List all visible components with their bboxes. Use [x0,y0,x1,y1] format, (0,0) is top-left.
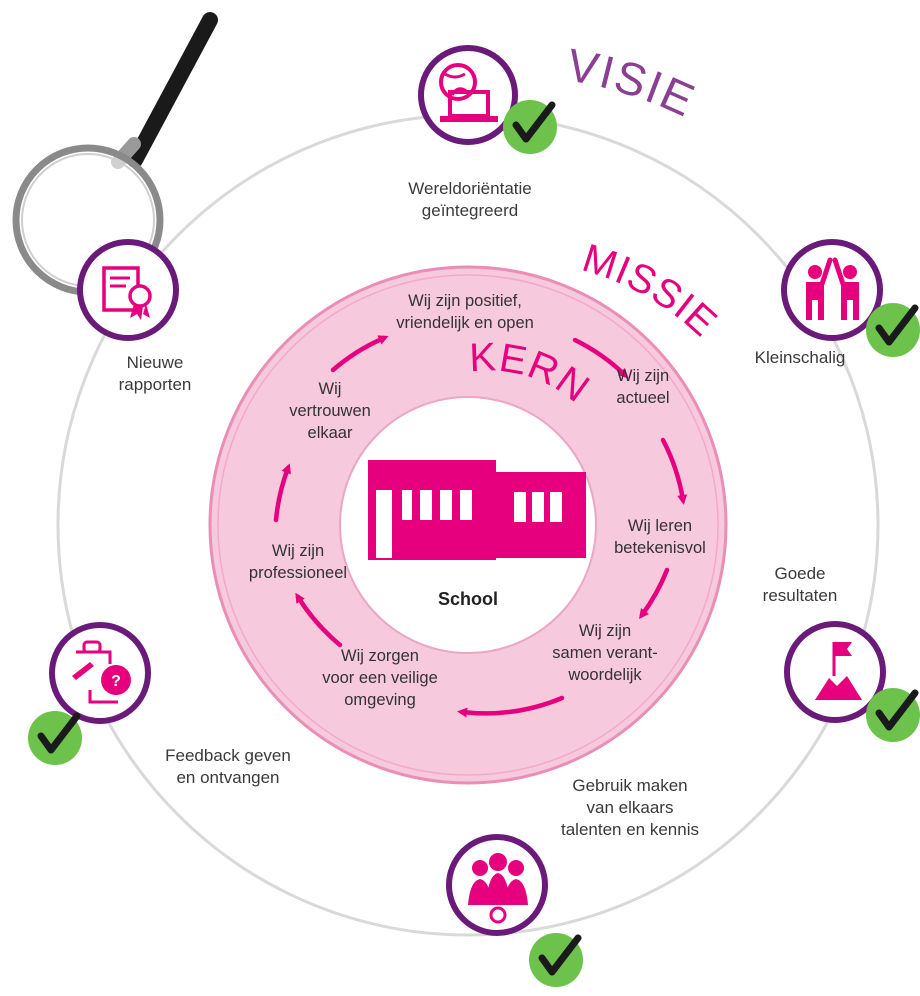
value-line: Wij leren [627,517,693,535]
goal-klein-caption: Kleinschalig [735,347,865,369]
value-verantwoordelijk: Wij zijn samen verant- woordelijk [535,620,675,686]
value-veilig: Wij zorgen voor een veilige omgeving [305,645,455,711]
arrow-vertrouwen-positief [330,335,389,373]
value-line: elkaar [307,424,353,442]
goal-line: geïntegreerd [421,201,519,220]
goal-line: en ontvangen [176,768,280,787]
value-betekenisvol: Wij leren betekenisvol [600,515,720,559]
arrow-actueel-betekenisvol [660,437,688,505]
school-building-icon [368,460,586,560]
arrow-positief-actueel [572,337,629,379]
value-line: samen verant- [552,644,658,662]
goal-line: Goede [774,564,826,583]
check-badge-feedback [28,711,82,765]
goal-line: Kleinschalig [754,348,846,367]
value-vertrouwen: Wij vertrouwen elkaar [275,378,385,444]
team-gear-icon [446,834,548,936]
value-line: omgeving [344,691,416,709]
value-line: voor een veilige [322,669,438,687]
arrow-veilig-professioneel [295,592,343,648]
missie-ring-inner-line [217,274,719,776]
people-high-five-icon [781,239,883,341]
value-cycle-arrows [273,335,688,718]
svg-text:?: ? [111,673,121,690]
value-line: woordelijk [568,666,642,684]
mountain-flag-icon [784,621,886,723]
visie-title: VISIE [563,38,703,127]
goal-wereld-caption: Wereldoriëntatie geïntegreerd [385,178,555,222]
school-label: School [437,589,498,609]
goal-line: resultaten [762,586,838,605]
goal-talenten-caption: Gebruik maken van elkaars talenten en ke… [535,775,725,841]
feedback-chat-icon: ? [49,622,151,724]
goal-line: van elkaars [586,798,674,817]
goal-line: Feedback geven [165,746,291,765]
goal-line: rapporten [118,375,192,394]
check-badge-klein [866,303,920,357]
value-professioneel: Wij zijn professioneel [238,540,358,584]
value-actueel: Wij zijn actueel [598,365,688,409]
value-line: betekenisvol [614,539,706,557]
value-line: Wij [318,380,342,398]
value-line: Wij zijn [616,367,670,385]
value-line: vriendelijk en open [396,314,534,332]
value-line: Wij zijn [271,542,325,560]
check-badge-resultaten [866,688,920,742]
arrow-verantwoordelijk-veilig [457,695,565,718]
goal-resultaten-caption: Goede resultaten [745,563,855,607]
goal-line: talenten en kennis [561,820,699,839]
value-line: Wij zorgen [341,647,419,665]
globe-laptop-icon [418,45,518,145]
goal-line: Nieuwe [126,353,184,372]
arrow-betekenisvol-verantwoordelijk [639,567,670,620]
goal-line: Wereldoriëntatie [408,179,532,198]
value-line: professioneel [248,564,348,582]
check-badge-wereld [503,100,557,154]
goal-feedback-caption: Feedback geven en ontvangen [148,745,308,789]
value-positief: Wij zijn positief, vriendelijk en open [370,290,560,334]
check-badge-talenten [529,933,583,987]
value-line: vertrouwen [289,402,371,420]
goal-rapporten-caption: Nieuwe rapporten [95,352,215,396]
value-line: actueel [616,389,670,407]
certificate-icon [77,239,179,341]
arrow-professioneel-vertrouwen [273,463,291,523]
goal-line: Gebruik maken [572,776,688,795]
value-line: Wij zijn [578,622,632,640]
value-line: Wij zijn positief, [408,292,522,310]
